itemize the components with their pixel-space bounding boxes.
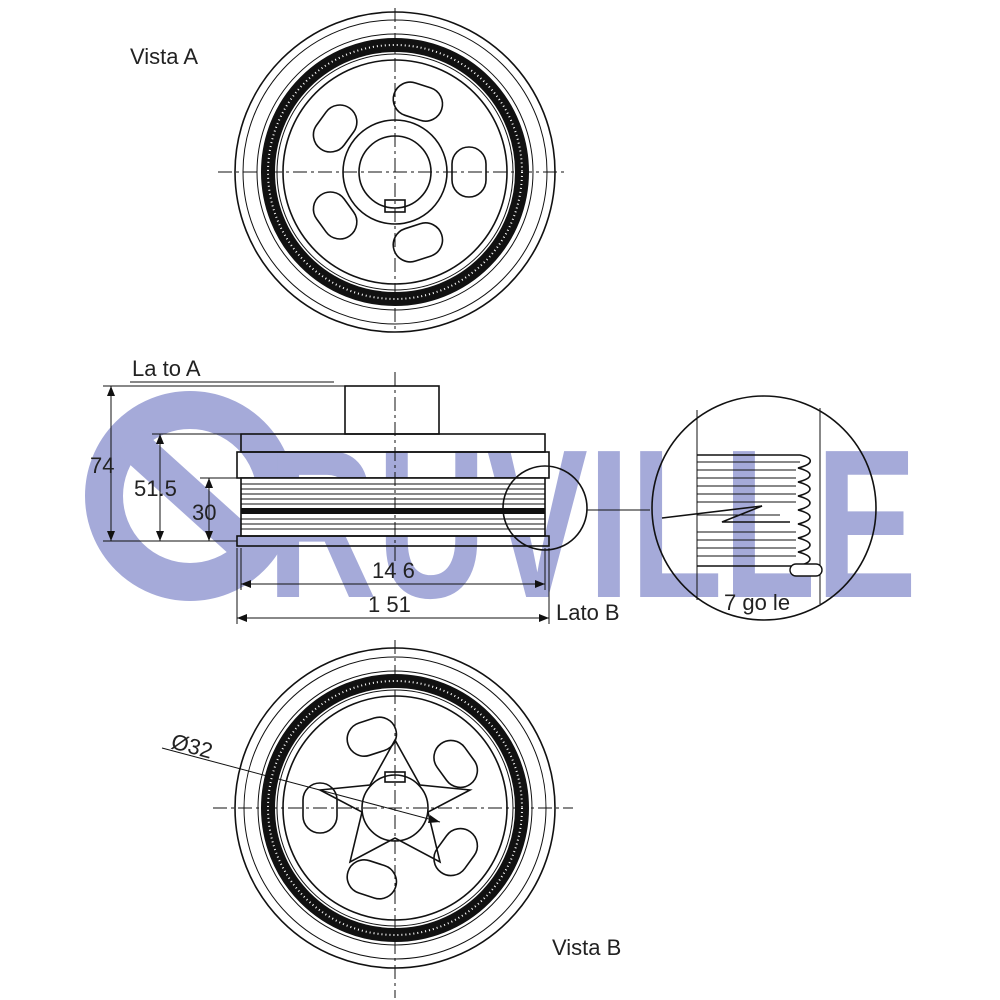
view-b-drawing	[161, 640, 573, 998]
vista-a-label: Vista A	[130, 44, 198, 69]
side-view-drawing	[103, 372, 650, 624]
ruville-watermark-logo: RUVILLE	[85, 391, 917, 642]
groove-detail-drawing	[651, 395, 877, 621]
dim-height-mid: 51.5	[134, 476, 177, 501]
dim-width-outer: 1 51	[368, 592, 411, 617]
grooves-label: 7 go le	[724, 590, 790, 615]
dim-height-belt: 30	[192, 500, 216, 525]
bore-diameter-label: Ø32	[169, 729, 216, 764]
vista-b-label: Vista B	[552, 935, 621, 960]
lato-a-label: La to A	[132, 356, 201, 381]
dim-height-total: 74	[90, 453, 114, 478]
lato-b-label: Lato B	[556, 600, 620, 625]
view-a-drawing	[218, 8, 568, 333]
dim-width-inner: 14 6	[372, 558, 415, 583]
dim-lines	[103, 381, 550, 624]
